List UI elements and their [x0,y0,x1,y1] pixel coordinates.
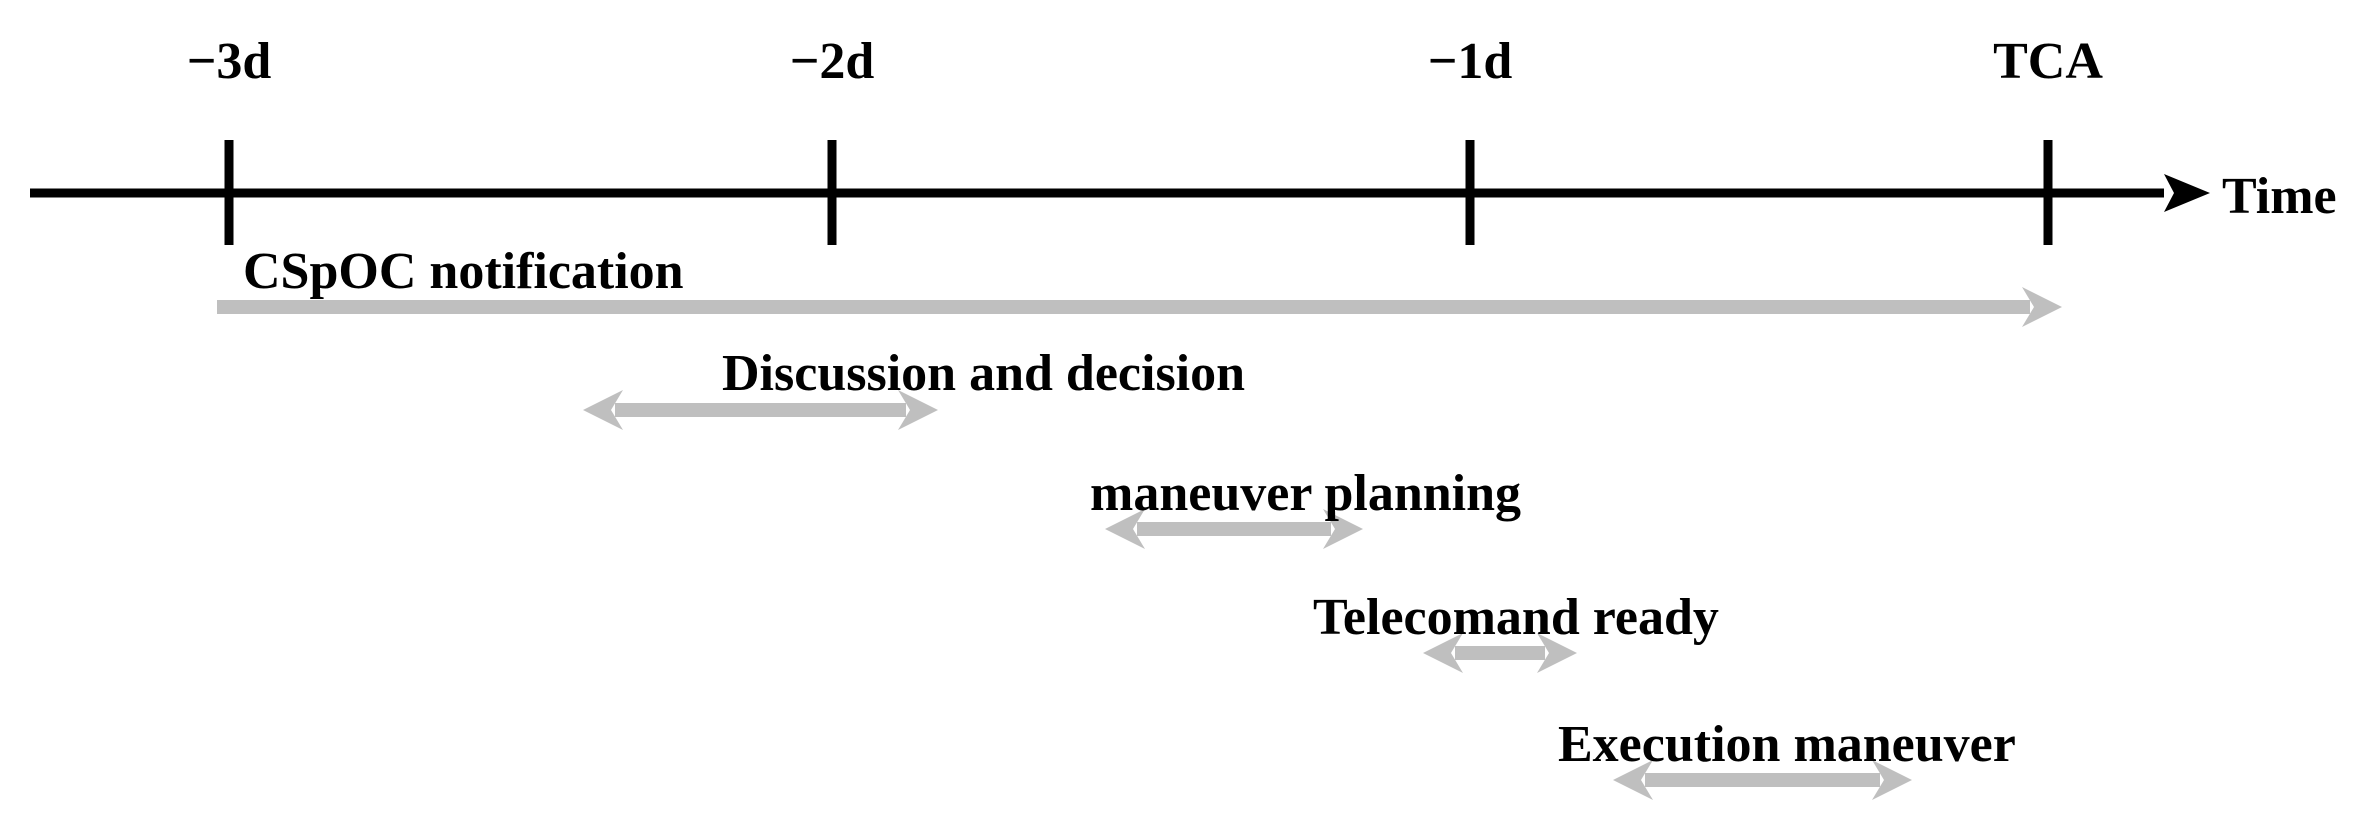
time-axis [30,174,2210,212]
phase-label-cspoc-notification: CSpOC notification [243,243,684,300]
phase-arrow-shaft-4 [1455,646,1545,660]
phase-arrows [217,287,2062,800]
phase-arrowhead-left-icon-4 [1423,633,1463,673]
phase-arrowhead-right-icon-2 [898,390,938,430]
phase-arrowhead-right-icon-1 [2022,287,2062,327]
phase-label-discussion-and-decision: Discussion and decision [722,345,1246,402]
tick-label-3: −1d [1427,33,1513,90]
tick-mark-1 [224,140,234,245]
phase-arrow-shaft-3 [1137,522,1331,536]
phase-arrow-shaft-5 [1645,773,1880,787]
phase-arrowhead-right-icon-4 [1537,633,1577,673]
phase-arrowhead-right-icon-3 [1323,509,1363,549]
axis-name-label: Time [2222,168,2337,225]
tick-label-1: −3d [186,33,272,90]
axis-line [30,188,2164,198]
phase-arrowhead-left-icon-5 [1613,760,1653,800]
phase-arrow-shaft-2 [615,403,906,417]
phase-label-maneuver-planning: maneuver planning [1090,465,1522,522]
phase-arrow-shaft-1 [217,300,2030,314]
tick-mark-2 [827,140,837,245]
tick-label-4: TCA [1993,33,2103,90]
tick-mark-3 [1465,140,1475,245]
phase-arrowhead-right-icon-5 [1872,760,1912,800]
tick-label-2: −2d [789,33,875,90]
axis-arrowhead-icon [2164,174,2210,212]
axis-tick-marks [224,140,2053,245]
phase-arrowhead-left-icon-2 [583,390,623,430]
phase-arrowhead-left-icon-3 [1105,509,1145,549]
phase-label-telecomand-ready: Telecomand ready [1313,589,1719,646]
phase-label-execution-maneuver: Execution maneuver [1558,716,2016,773]
tick-mark-4 [2043,140,2053,245]
